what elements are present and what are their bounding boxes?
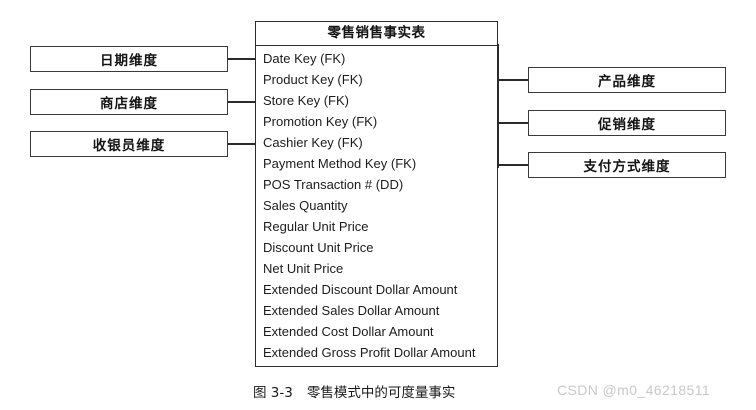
dimension-box-date: 日期维度 <box>30 46 228 72</box>
fact-table-field: Net Unit Price <box>263 261 344 276</box>
dimension-box-payment-method: 支付方式维度 <box>528 152 726 178</box>
fact-table-field: Extended Cost Dollar Amount <box>263 324 434 339</box>
watermark: CSDN @m0_46218511 <box>557 382 711 398</box>
connector-promotion-dimension <box>497 122 529 124</box>
connector-cashier-dimension <box>228 143 256 145</box>
dimension-box-product: 产品维度 <box>528 67 726 93</box>
dimension-label-cashier: 收银员维度 <box>92 138 166 154</box>
fact-table-field: Product Key (FK) <box>263 72 363 87</box>
dimension-label-date: 日期维度 <box>100 53 158 69</box>
connector-payment-method-dimension <box>497 164 529 166</box>
dimension-label-store: 商店维度 <box>100 96 158 112</box>
fact-table-field: Payment Method Key (FK) <box>263 156 417 171</box>
figure-caption: 图 3-3 零售模式中的可度量事实 <box>253 381 455 401</box>
fact-table-field: Extended Sales Dollar Amount <box>263 303 440 318</box>
connector-date-dimension <box>228 58 256 60</box>
fact-table-field: Date Key (FK) <box>263 51 346 66</box>
dimension-label-product: 产品维度 <box>598 74 656 90</box>
dimension-box-cashier: 收银员维度 <box>30 131 228 157</box>
fact-table-field: Sales Quantity <box>263 198 348 213</box>
fact-table-field: Discount Unit Price <box>263 240 374 255</box>
figure-caption-text: 零售模式中的可度量事实 <box>306 385 456 401</box>
fact-table-field-list: Date Key (FK) Product Key (FK) Store Key… <box>256 46 497 366</box>
figure-caption-number: 图 3-3 <box>253 385 293 401</box>
fact-table-field: Store Key (FK) <box>263 93 349 108</box>
fact-table-field: POS Transaction # (DD) <box>263 177 404 192</box>
fact-table: 零售销售事实表 Date Key (FK) Product Key (FK) S… <box>255 21 498 367</box>
connector-store-dimension <box>228 101 256 103</box>
fact-table-title: 零售销售事实表 <box>256 22 497 46</box>
fact-table-field: Extended Discount Dollar Amount <box>263 282 458 297</box>
fact-table-field: Cashier Key (FK) <box>263 135 363 150</box>
fact-table-field: Promotion Key (FK) <box>263 114 378 129</box>
dimension-box-promotion: 促销维度 <box>528 110 726 136</box>
dimension-box-store: 商店维度 <box>30 89 228 115</box>
fact-table-field: Extended Gross Profit Dollar Amount <box>263 345 476 360</box>
connector-product-dimension <box>497 79 529 81</box>
fact-table-field: Regular Unit Price <box>263 219 369 234</box>
dimension-label-promotion: 促销维度 <box>598 117 656 133</box>
dimension-label-payment-method: 支付方式维度 <box>583 159 671 175</box>
